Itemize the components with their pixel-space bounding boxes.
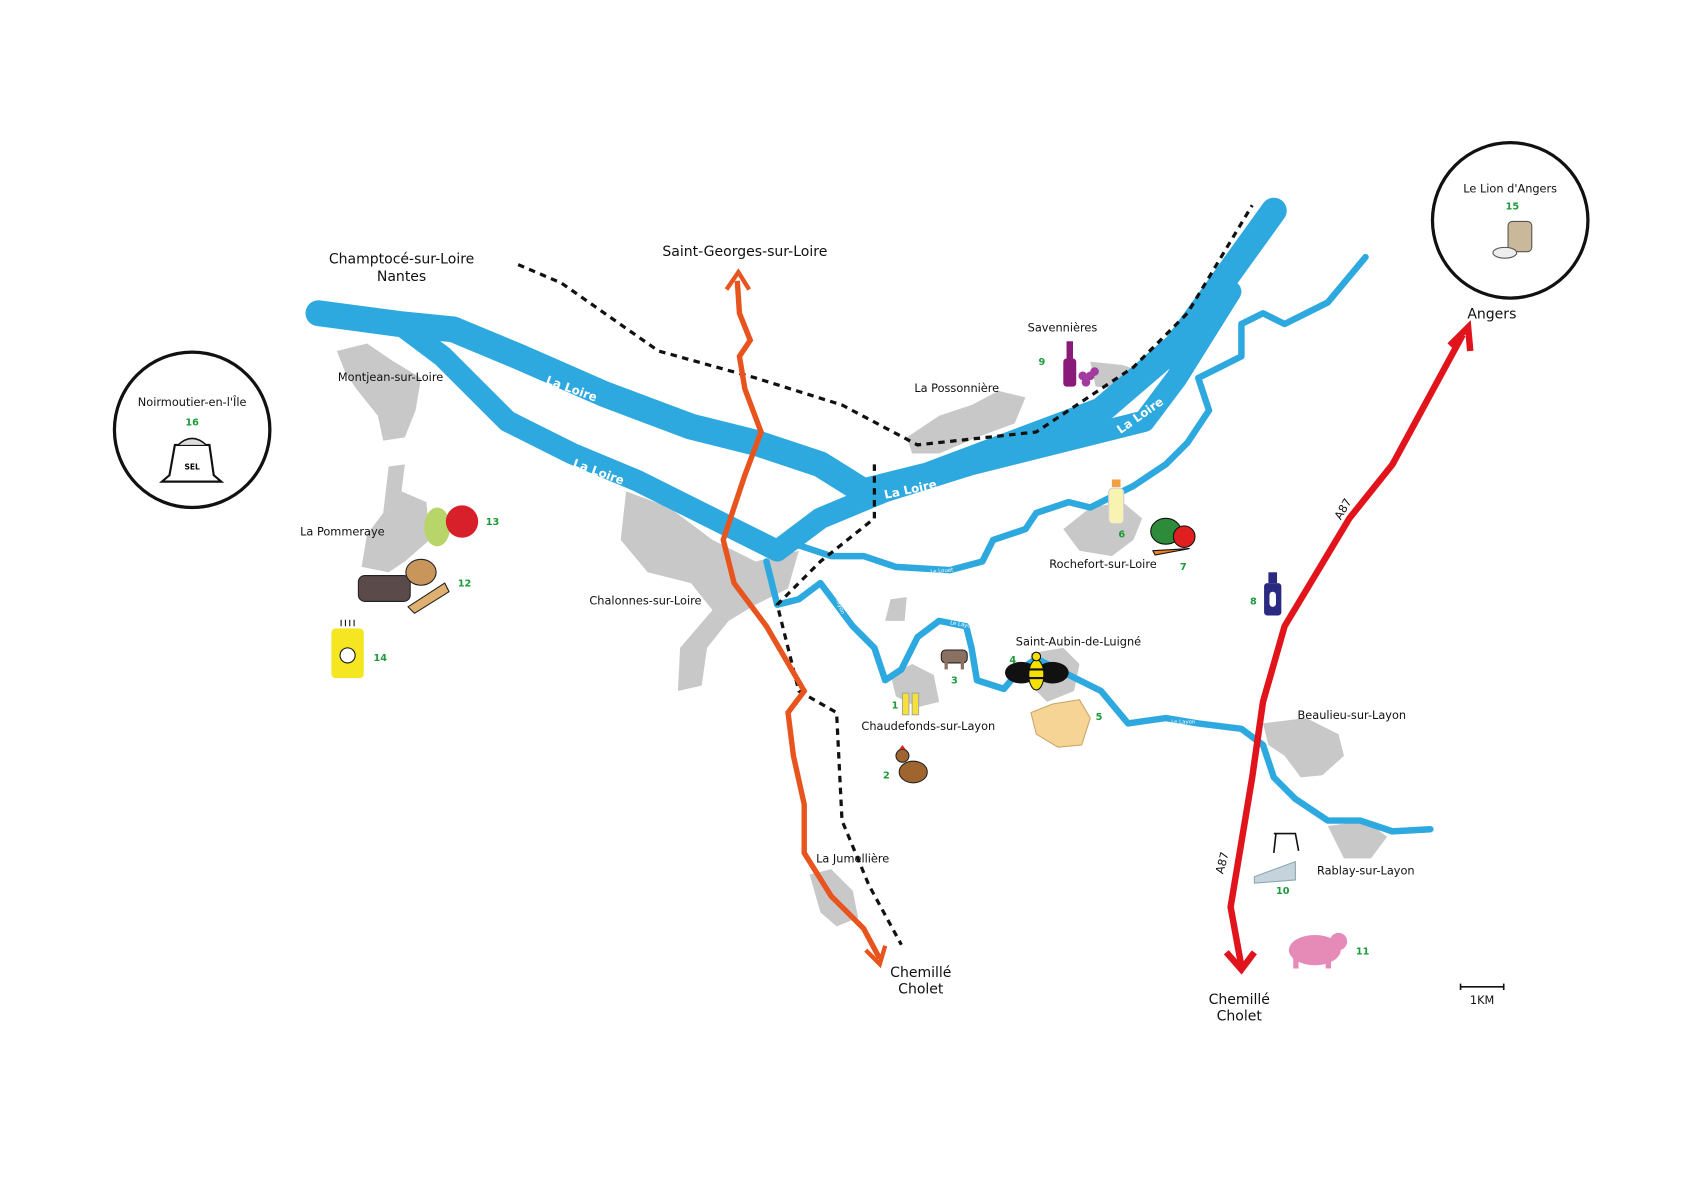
producer-number: 5 — [1096, 712, 1103, 723]
chicken-icon — [895, 745, 928, 784]
producer-number: 4 — [1009, 655, 1016, 666]
producer-number: 16 — [185, 417, 199, 428]
arrow-head-icon — [1447, 320, 1474, 352]
town-area-rochefort — [1063, 502, 1143, 557]
producer-number: 12 — [458, 578, 472, 589]
beer-bottles-icon — [901, 692, 920, 716]
inset-lion-dangers: Le Lion d'Angers 15 — [1430, 141, 1590, 300]
wine-grapes-icon — [1063, 341, 1099, 387]
producer-number: 1 — [892, 700, 899, 711]
loire-river — [305, 197, 1287, 562]
pasta-icon — [1030, 699, 1091, 748]
destination-cholet: Cholet — [898, 981, 944, 997]
town-possonniere: La Possonnière — [914, 381, 999, 395]
river-label-layon: Le Layon — [1171, 719, 1195, 725]
dashed-route — [775, 464, 903, 946]
honey-jar-icon — [331, 619, 364, 679]
destination-chemille: Chemillé — [1209, 992, 1270, 1008]
town-beaulieu: Beaulieu-sur-Layon — [1298, 708, 1407, 722]
destination-chemille: Chemillé — [890, 965, 951, 981]
producer-number: 15 — [1506, 202, 1520, 213]
town-area-chaudefonds — [885, 597, 940, 708]
destination-angers: Angers — [1467, 307, 1516, 323]
destination-cholet: Cholet — [1217, 1008, 1263, 1024]
producer-number: 10 — [1276, 886, 1290, 897]
producer-number: 3 — [951, 675, 958, 686]
scale-label: 1KM — [1470, 993, 1494, 1007]
louet-river — [773, 253, 1369, 574]
road-label-a87: A87 — [1212, 850, 1231, 875]
bee-icon — [1005, 651, 1069, 691]
pig-icon — [1288, 932, 1348, 969]
salt-bag-icon: SEL — [159, 437, 225, 483]
road-a87 — [1227, 333, 1466, 967]
layon-river — [763, 558, 1434, 835]
arrow-head-icon — [864, 945, 888, 969]
scale-bar: 1KM — [1459, 983, 1505, 1007]
town-saint-aubin: Saint-Aubin-de-Luigné — [1016, 635, 1141, 649]
goat-cheese-icon — [1253, 832, 1300, 884]
town-savennieres: Savennières — [1028, 321, 1098, 335]
town-pommeraye: La Pommeraye — [300, 525, 385, 539]
cow-icon — [940, 649, 968, 670]
town-jumelliere: La Jumellière — [816, 852, 889, 866]
town-area-montjean — [336, 343, 421, 441]
dashed-route — [517, 204, 1254, 447]
town-area-pommeraye — [361, 464, 430, 573]
inset-label: Noirmoutier-en-l'Île — [138, 395, 247, 409]
producer-number: 9 — [1038, 357, 1045, 368]
producer-number: 14 — [374, 653, 388, 664]
town-area-chalonnes — [620, 491, 799, 692]
vegetables-icon — [1150, 517, 1196, 556]
inset-label: Le Lion d'Angers — [1463, 181, 1557, 195]
destination-champtoce: Champtocé-sur-Loire — [329, 252, 474, 268]
apple-pear-icon — [424, 505, 479, 547]
town-area-rablay — [1327, 820, 1388, 859]
producer-number: 6 — [1118, 530, 1125, 541]
town-area-beaulieu — [1263, 718, 1344, 778]
town-montjean: Montjean-sur-Loire — [338, 370, 443, 384]
road-saint-georges — [720, 280, 883, 961]
producer-number: 8 — [1250, 597, 1257, 608]
producer-number: 11 — [1356, 946, 1370, 957]
svg-text:SEL: SEL — [184, 463, 200, 472]
bread-icon — [357, 558, 450, 614]
town-rablay: Rablay-sur-Layon — [1317, 864, 1415, 878]
town-chalonnes: Chalonnes-sur-Loire — [589, 594, 701, 608]
river-label-louet: Le Louet — [930, 567, 953, 575]
producer-number: 7 — [1180, 562, 1187, 573]
town-rochefort: Rochefort-sur-Loire — [1049, 557, 1156, 571]
producer-number: 13 — [486, 517, 500, 528]
town-area-possonniere — [906, 390, 1026, 454]
flour-sack-icon — [1492, 220, 1533, 259]
arrow-head-icon — [724, 268, 751, 291]
juice-bottle-icon — [1108, 479, 1125, 525]
producer-number: 2 — [883, 770, 890, 781]
spray-bottle-icon — [1264, 572, 1282, 616]
destination-nantes: Nantes — [377, 269, 426, 285]
inset-noirmoutier: Noirmoutier-en-l'Île 16 SEL — [112, 350, 272, 510]
town-chaudefonds: Chaudefonds-sur-Layon — [861, 719, 995, 733]
arrow-head-icon — [1223, 950, 1257, 975]
destination-saint-georges: Saint-Georges-sur-Loire — [662, 244, 827, 260]
river-label-layon: Le Layon — [950, 620, 975, 630]
